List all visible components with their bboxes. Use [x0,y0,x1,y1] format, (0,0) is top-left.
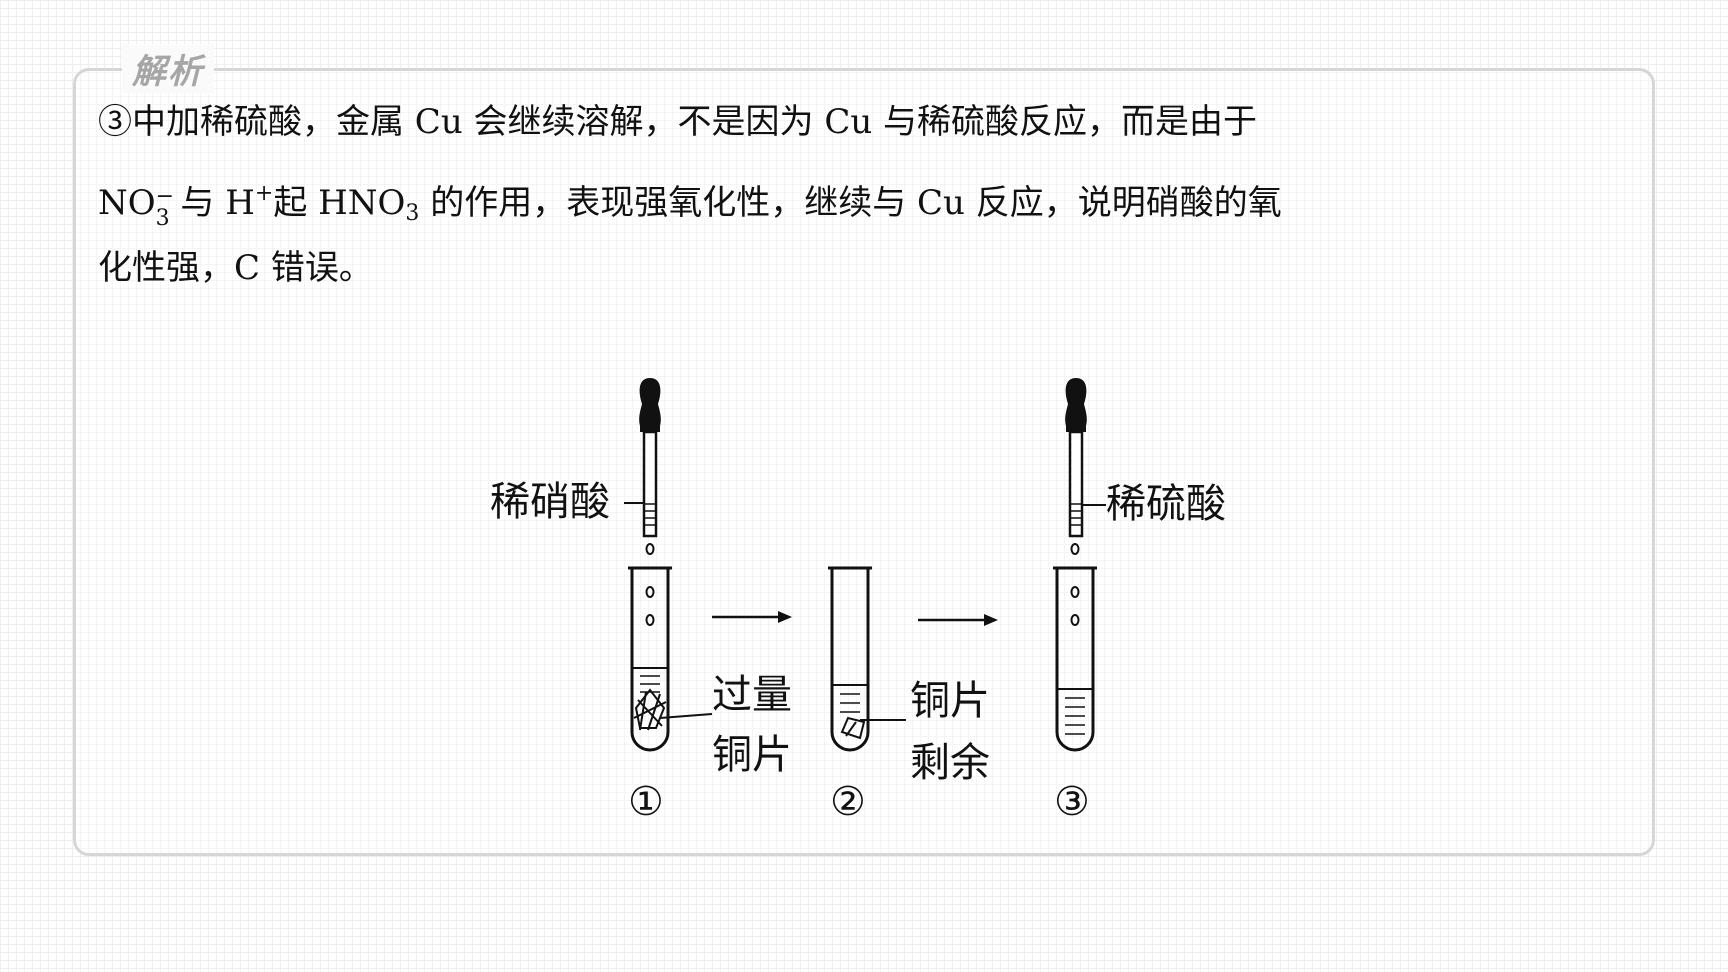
test-tube-1 [626,566,674,752]
nitrate-ion-charge: − [155,184,175,209]
label-excess-line1: 过量 [712,672,792,718]
section-tag-analysis: 解析 [122,44,214,93]
copper-pieces-excess [633,688,667,731]
label-remaining-line2: 剩余 [910,740,990,786]
line2-text-b: 起 HNO [273,183,406,223]
dropper-dilute-nitric [637,376,663,538]
line2-text-c: 的作用，表现强氧化性，继续与 Cu 反应，说明硝酸的氧 [419,183,1282,223]
label-dilute-sulfuric-acid: 稀硫酸 [1106,481,1226,527]
nitrate-ion-subscript: 3 [155,206,170,231]
explanation-line-3: 化性强，C 错误。 [98,248,373,288]
nitrate-ion-base: NO [98,183,156,223]
test-tube-3 [1051,566,1099,752]
tube-number-2: ② [830,779,866,825]
line2-text-a: 与 H [169,183,255,223]
label-remaining-line1: 铜片 [910,678,990,724]
label-dilute-nitric-acid: 稀硝酸 [490,479,610,525]
label-excess-line2: 铜片 [712,732,792,778]
explanation-line-2: NO−3 与 H+起 HNO3 的作用，表现强氧化性，继续与 Cu 反应，说明硝… [98,174,1282,234]
arrow-1 [712,611,792,623]
hno3-subscript: 3 [405,201,420,226]
tube-number-1: ① [628,779,664,825]
dropper-dilute-sulfuric [1063,376,1089,538]
leader-line-excess-copper [659,713,713,719]
arrow-2 [918,614,998,626]
hydrogen-ion-charge: + [254,181,274,206]
nitrate-ion-scripts: −3 [156,184,174,231]
drop-3 [1070,543,1080,555]
drop-1 [645,543,655,555]
test-tube-2 [826,566,874,752]
copper-remaining [840,716,866,740]
tube-number-3: ③ [1054,779,1090,825]
explanation-line-1: ③中加稀硫酸，金属 Cu 会继续溶解，不是因为 Cu 与稀硫酸反应，而是由于 [98,102,1258,142]
